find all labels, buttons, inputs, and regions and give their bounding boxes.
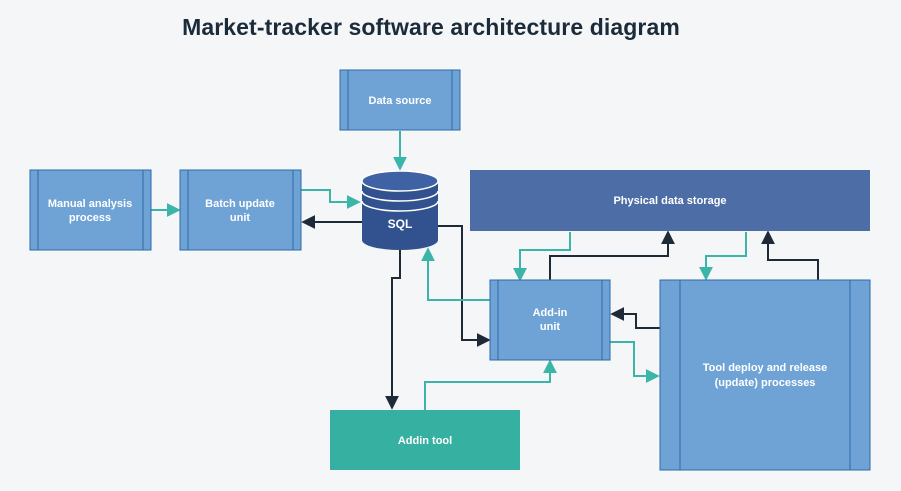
arrow-addinunit-to-tooldeploy	[610, 341, 660, 383]
manual-analysis-label-line1: Manual analysis	[48, 198, 132, 210]
batch-update-label-line2: unit	[230, 212, 250, 224]
arrow-addinunit-to-sql	[421, 247, 490, 301]
addin-unit-box: Add-in unit	[489, 279, 611, 361]
arrow-storage-to-addinunit	[513, 232, 571, 282]
manual-analysis-box: Manual analysis process	[29, 169, 152, 251]
sql-database-icon: SQL	[361, 170, 439, 250]
data-source-label: Data source	[369, 95, 432, 107]
manual-analysis-label-line2: process	[69, 212, 111, 224]
physical-storage-label: Physical data storage	[613, 195, 726, 207]
addin-unit-label-line1: Add-in	[533, 307, 568, 319]
arrow-sql-to-addintool	[385, 250, 401, 410]
arrow-addinunit-to-storage	[549, 230, 675, 282]
sql-label: SQL	[388, 217, 413, 231]
arrow-addintool-to-addinunit	[424, 359, 557, 410]
data-source-box: Data source	[339, 69, 461, 131]
addin-tool-label: Addin tool	[398, 435, 452, 447]
arrow-tooldeploy-to-addinunit	[610, 307, 660, 329]
arrow-sql-to-addinunit	[438, 225, 491, 347]
batch-update-box: Batch update unit	[179, 169, 302, 251]
page-title: Market-tracker software architecture dia…	[182, 14, 680, 40]
arrow-tooldeploy-to-storage	[761, 230, 819, 282]
tool-deploy-label-line1: Tool deploy and release	[703, 362, 828, 374]
addin-tool-box: Addin tool	[330, 410, 520, 470]
batch-update-label-line1: Batch update	[205, 198, 275, 210]
tool-deploy-box: Tool deploy and release (update) process…	[659, 279, 871, 471]
arrow-storage-to-tooldeploy	[699, 232, 747, 281]
connectors	[151, 131, 819, 410]
physical-storage-box: Physical data storage	[470, 170, 870, 231]
addin-unit-label-line2: unit	[540, 321, 560, 333]
tool-deploy-label-line2: (update) processes	[715, 377, 816, 389]
arrow-batch-to-sql	[301, 189, 361, 209]
